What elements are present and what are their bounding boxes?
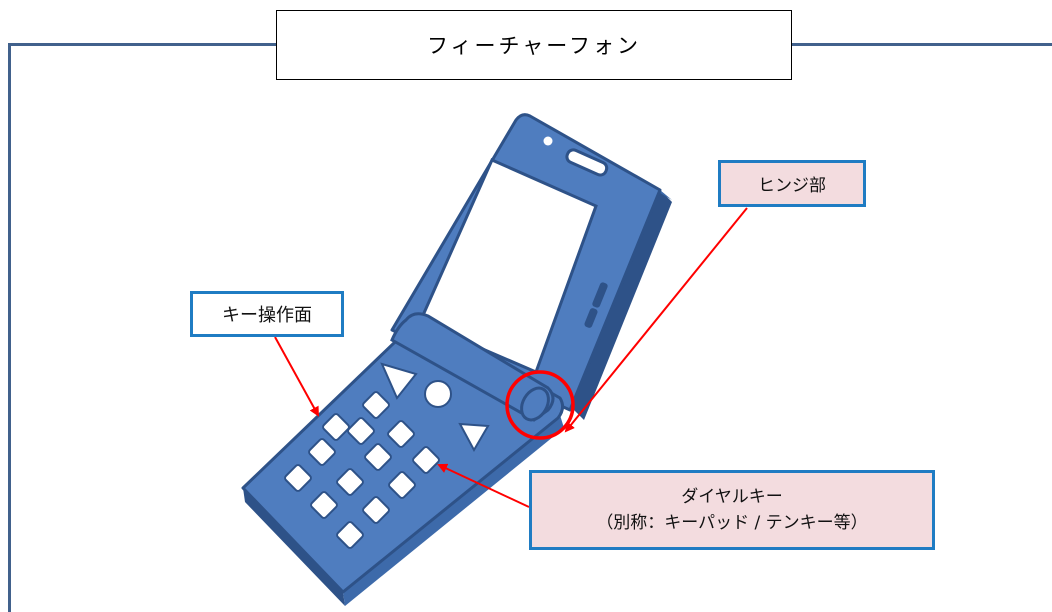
dial-key <box>284 464 312 492</box>
speaker-slot <box>565 148 609 177</box>
callout-dial-key-line1: ダイヤルキー <box>681 487 783 507</box>
hinge-highlight-circle <box>505 370 575 440</box>
dial-key <box>310 491 338 519</box>
diagram-title: フィーチャーフォン <box>276 10 792 80</box>
dial-key <box>388 471 416 499</box>
callout-dial-key: ダイヤルキー （別称：キーパッド / テンキー等） <box>529 470 935 550</box>
camera-dot <box>543 136 553 146</box>
side-button <box>584 308 598 328</box>
dial-key <box>362 391 390 419</box>
dial-key <box>362 496 390 524</box>
dial-key <box>347 417 375 445</box>
arrow-dial-key <box>437 463 530 508</box>
dial-key <box>322 413 350 441</box>
callout-key-panel: キー操作面 <box>190 291 344 337</box>
hinge-barrel-end <box>520 386 550 422</box>
callout-hinge: ヒンジ部 <box>718 160 866 207</box>
nav-triangle-left <box>380 362 418 400</box>
nav-triangle-right <box>458 422 490 453</box>
arrow-hinge <box>564 207 748 433</box>
side-button <box>592 282 608 308</box>
nav-center-button <box>424 380 452 408</box>
callout-key-panel-label: キー操作面 <box>222 305 312 326</box>
arrow-key-panel <box>274 336 319 417</box>
dial-key <box>412 446 440 474</box>
callout-hinge-label: ヒンジ部 <box>758 176 826 196</box>
dial-key <box>336 521 364 549</box>
phone-key-half <box>241 312 565 606</box>
dial-key <box>308 438 336 466</box>
callout-dial-key-line2: （別称：キーパッド / テンキー等） <box>596 513 868 533</box>
dial-keypad <box>284 391 440 549</box>
dial-key <box>364 443 392 471</box>
dial-key <box>336 468 364 496</box>
dial-key <box>387 420 415 448</box>
